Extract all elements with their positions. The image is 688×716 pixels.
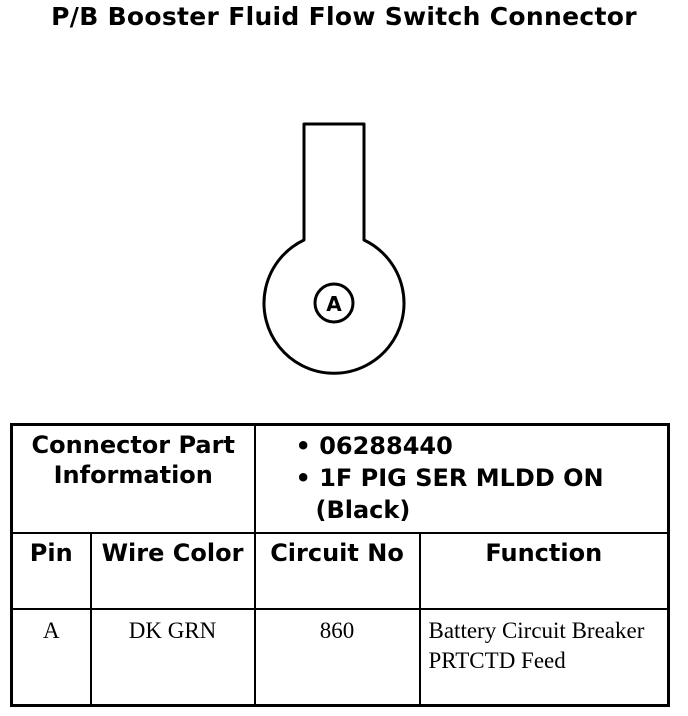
part-number: • 06288440 (295, 432, 453, 460)
page-title: P/B Booster Fluid Flow Switch Connector (51, 2, 637, 31)
table-row: A DK GRN 860 Battery Circuit Breaker PRT… (10, 607, 670, 707)
column-header-row: Pin Wire Color Circuit No Function (10, 531, 670, 610)
cell-circuit-no: 860 (253, 607, 421, 707)
cell-wire-color: DK GRN (89, 607, 256, 707)
pin-a-terminal (313, 282, 355, 324)
col-header-circuit-no: Circuit No (253, 531, 421, 610)
part-color: (Black) (315, 496, 411, 524)
part-info-label: Connector Part Information (10, 423, 256, 534)
part-description: • 1F PIG SER MLDD ON (295, 464, 604, 492)
pin-a-label: A (326, 292, 342, 316)
col-header-function: Function (418, 531, 670, 610)
col-header-wire-color: Wire Color (89, 531, 256, 610)
cell-pin: A (10, 607, 92, 707)
part-info-row: Connector Part Information • 06288440 • … (10, 423, 670, 534)
connector-diagram: A (262, 122, 406, 375)
col-header-pin: Pin (10, 531, 92, 610)
part-info-values: • 06288440 • 1F PIG SER MLDD ON (Black) (253, 423, 670, 534)
cell-function: Battery Circuit Breaker PRTCTD Feed (418, 607, 670, 707)
connector-info-table: Connector Part Information • 06288440 • … (10, 423, 671, 707)
connector-outline (262, 122, 406, 375)
